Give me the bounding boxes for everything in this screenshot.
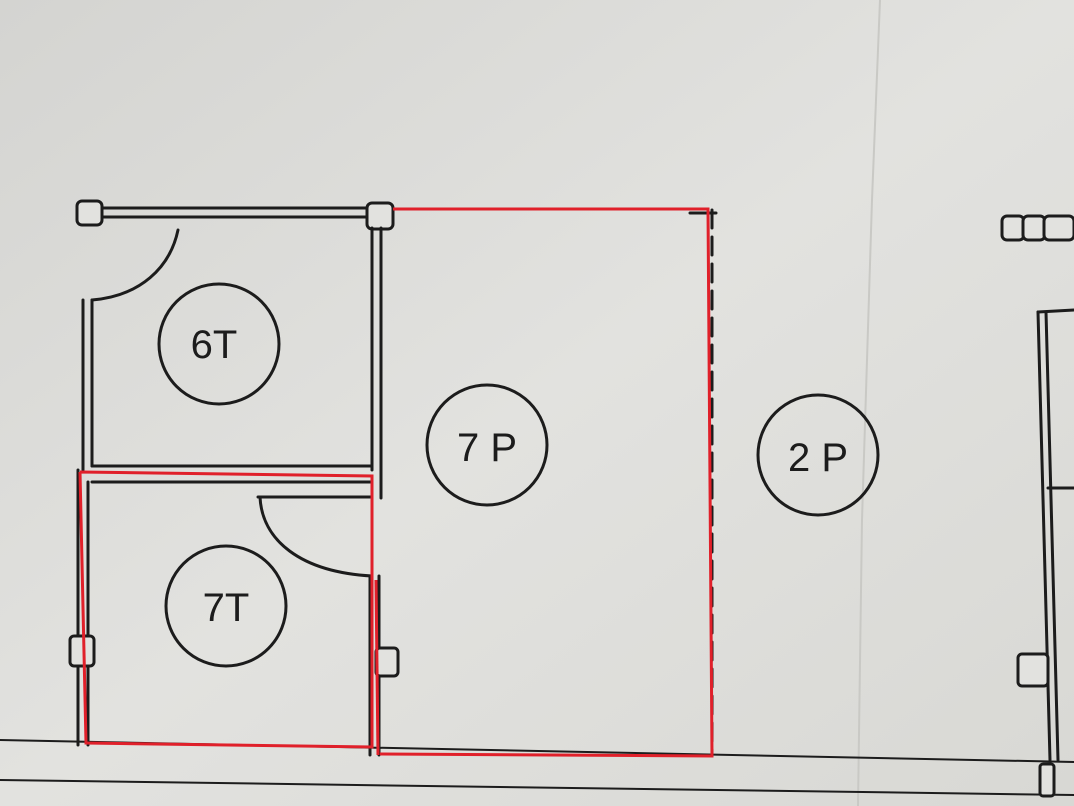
room-circle-6t xyxy=(157,282,281,406)
room-circle-2p xyxy=(756,393,880,517)
room-label-2p: 2 P xyxy=(788,436,848,480)
room-circle-7t xyxy=(164,544,288,668)
room-label-7p: 7 P xyxy=(457,426,517,470)
outline-7t xyxy=(78,470,374,749)
column-right-base xyxy=(1038,762,1056,798)
column-top-left xyxy=(75,199,104,227)
right-wall-top xyxy=(1036,308,1074,314)
ink-walls xyxy=(0,199,1074,798)
column-right-top-b xyxy=(1021,214,1047,242)
red-outlines xyxy=(78,207,714,758)
door-swing-7t xyxy=(258,495,374,578)
room-label-6t: 6T xyxy=(191,323,238,367)
column-top-middle xyxy=(365,201,395,231)
base-line-lower xyxy=(0,779,1074,796)
outline-7p xyxy=(379,207,714,758)
column-right-bottom xyxy=(1016,652,1050,688)
room-label-7t: 7T xyxy=(203,586,250,630)
door-swing-6t xyxy=(90,228,180,302)
column-right-top-a xyxy=(1000,214,1026,242)
right-wall-inner xyxy=(1044,310,1060,762)
room-circle-7p xyxy=(425,383,549,507)
paper-fold xyxy=(857,0,881,806)
outline-7t-divider xyxy=(374,579,380,756)
column-right-top-c xyxy=(1042,214,1074,242)
column-right-7t xyxy=(374,646,400,678)
room-circles xyxy=(157,282,880,668)
column-left-7t xyxy=(68,634,96,668)
